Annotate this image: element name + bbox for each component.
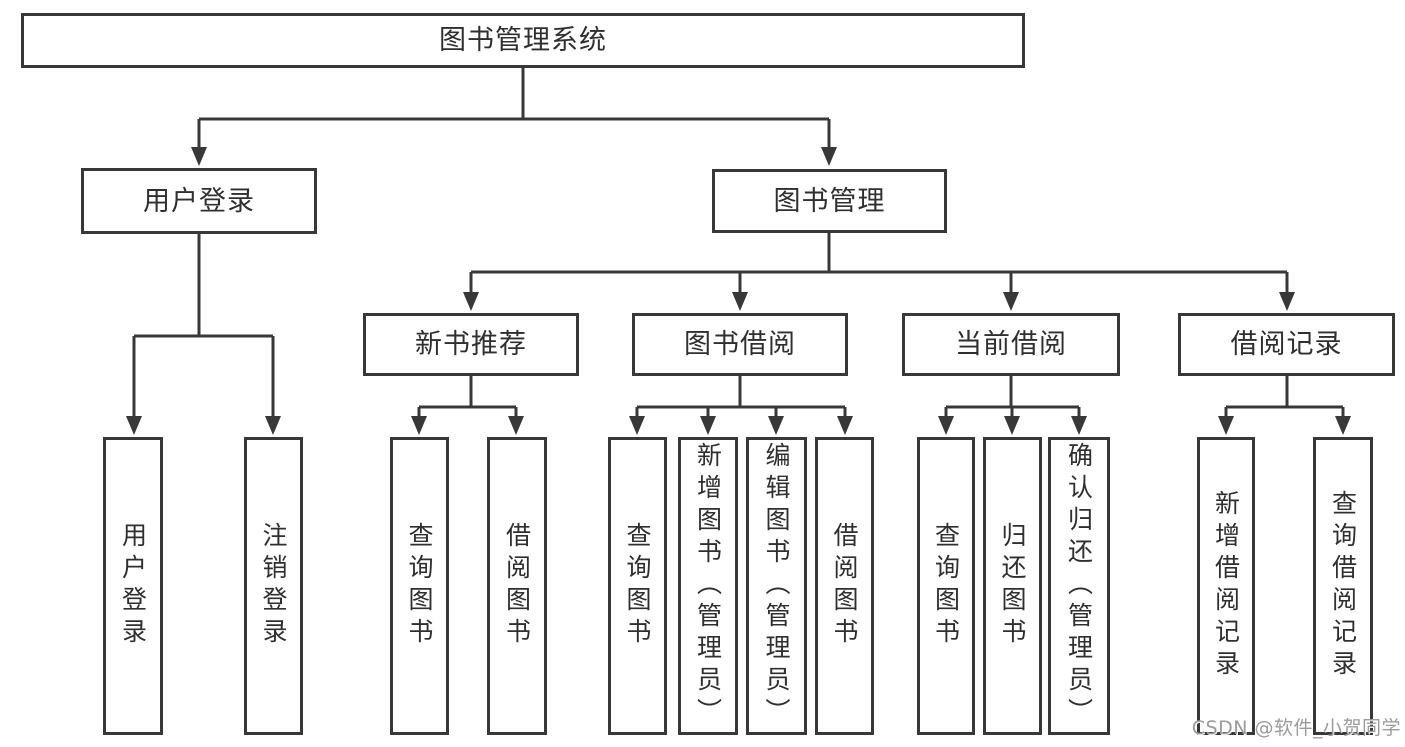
leaf-borrow-books-1: 借阅图书 xyxy=(487,437,547,735)
leaf-query-books-3: 查询图书 xyxy=(917,437,975,735)
leaf-add-borrow-record: 新增借阅记录 xyxy=(1197,437,1255,735)
leaf-borrow-books-2: 借阅图书 xyxy=(815,437,874,735)
leaf-return-book: 归还图书 xyxy=(983,437,1042,735)
leaf-user-login: 用户登录 xyxy=(103,437,163,735)
leaf-query-books-1: 查询图书 xyxy=(390,437,449,735)
node-new-book-recommendation: 新书推荐 xyxy=(363,313,579,376)
watermark-text: CSDN @软件_小贺同学 xyxy=(1191,717,1401,739)
leaf-confirm-return-admin: 确认归还（管理员） xyxy=(1048,437,1110,735)
node-borrowing-records: 借阅记录 xyxy=(1178,313,1395,376)
node-book-management: 图书管理 xyxy=(712,169,947,233)
leaf-add-book-admin: 新增图书（管理员） xyxy=(678,437,738,735)
leaf-query-books-2: 查询图书 xyxy=(608,437,667,735)
node-root: 图书管理系统 xyxy=(21,13,1025,68)
leaf-logout: 注销登录 xyxy=(244,437,303,735)
node-current-borrowing: 当前借阅 xyxy=(902,313,1120,376)
leaf-query-borrow-record: 查询借阅记录 xyxy=(1313,437,1373,735)
leaf-edit-book-admin: 编辑图书（管理员） xyxy=(746,437,807,735)
node-book-borrowing: 图书借阅 xyxy=(632,313,848,376)
node-user-login: 用户登录 xyxy=(81,168,317,234)
